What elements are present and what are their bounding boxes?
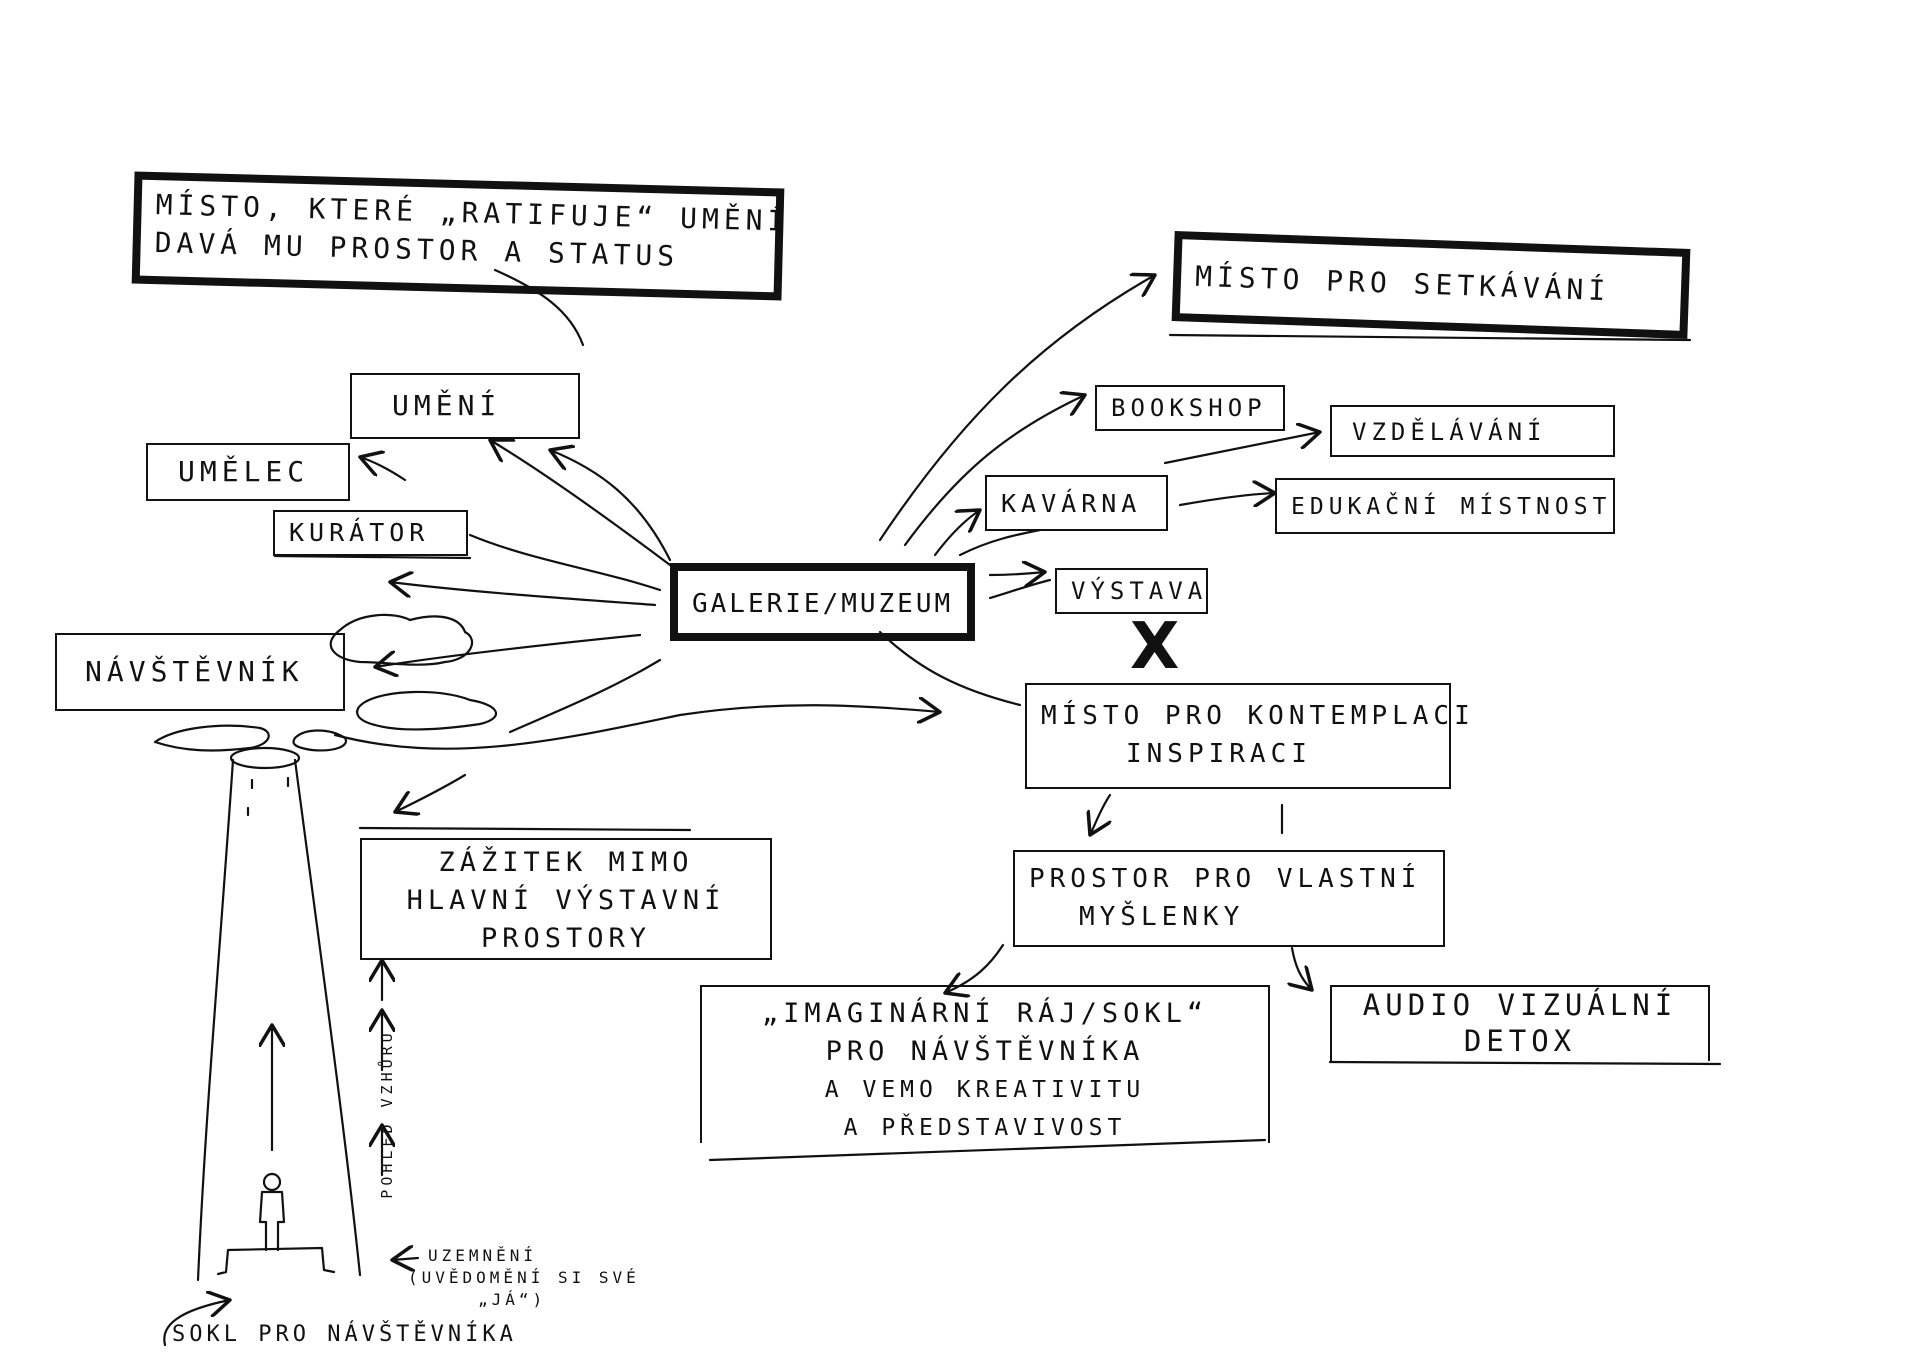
node-label: KURÁTOR	[289, 518, 430, 547]
node-label: KAVÁRNA	[1001, 489, 1142, 518]
node-bookshop: BOOKSHOP	[1095, 385, 1285, 431]
edge-to-zazitek	[395, 773, 467, 812]
edge-umeni-ratifikuje	[493, 268, 585, 347]
cloud-right-small	[292, 729, 348, 752]
node-text-line: A VEMO KREATIVITU	[824, 1077, 1146, 1103]
annotation-line: „JÁ“)	[478, 1290, 547, 1309]
cloud-lower-right	[356, 690, 498, 731]
node-kurator: KURÁTOR	[273, 510, 468, 556]
edge-prostor-audio	[1292, 946, 1312, 990]
edge-galerie-umeni-2	[490, 440, 672, 567]
edge-kontemplace-prostor	[1090, 793, 1110, 835]
node-text-line: AUDIO VIZUÁLNÍ	[1362, 988, 1678, 1022]
annotation-uzemneni: UZEMNĚNÍ (UVĚDOMĚNÍ SI SVÉ „JÁ“)	[408, 1245, 640, 1311]
edge-galerie-vystava	[988, 572, 1045, 575]
annotation-pohled-vzhuru: POHLED VZHŮRU	[378, 1029, 396, 1199]
node-text-line: ZÁŽITEK MIMO	[438, 847, 694, 878]
edge-kavarna-vzdelavani	[1163, 432, 1320, 465]
plinth	[216, 1246, 336, 1276]
node-label: NÁVŠTĚVNÍK	[85, 655, 304, 688]
edge-galerie-vystava-2	[988, 578, 1052, 600]
column-left-edge	[196, 758, 235, 1282]
annotation-line: (UVĚDOMĚNÍ SI SVÉ	[408, 1268, 640, 1287]
node-umeni: UMĚNÍ	[350, 373, 580, 439]
annotation-line: UZEMNĚNÍ	[428, 1246, 538, 1265]
node-text-line: „IMAGINÁRNÍ RÁJ/SOKL“	[761, 998, 1209, 1029]
edge-galerie-lower	[508, 658, 662, 734]
node-kavarna: KAVÁRNA	[985, 475, 1168, 531]
node-text-line: MYŠLENKY	[1079, 902, 1245, 932]
node-text-line: PROSTORY	[480, 923, 652, 954]
node-misto-ratifikuje: MÍSTO, KTERÉ „RATIFUJE“ UMĚNÍ DAVÁ MU PR…	[131, 171, 790, 301]
edge-kavarna-edukacni	[1178, 493, 1275, 505]
imaginarni-underline	[708, 1138, 1267, 1162]
node-prostor-mysleni: PROSTOR PRO VLASTNÍ MYŠLENKY	[1013, 850, 1445, 947]
person-head	[262, 1172, 282, 1192]
zazitek-underline	[358, 826, 692, 832]
edge-galerie-navstevnik	[390, 582, 657, 607]
node-label: EDUKAČNÍ MÍSTNOST	[1291, 494, 1612, 520]
node-audio-vizualni-detox: AUDIO VIZUÁLNÍ DETOX	[1330, 985, 1710, 1061]
edge-galerie-navstevnik-2	[375, 633, 642, 667]
annotation-sokl: SOKL PRO NÁVŠTĚVNÍKA	[172, 1322, 517, 1347]
person-body	[258, 1190, 286, 1252]
edge-prostor-imaginarni	[945, 943, 1005, 993]
node-label: MÍSTO PRO SETKÁVÁNÍ	[1194, 259, 1611, 308]
node-text-line: MÍSTO PRO KONTEMPLACI	[1041, 701, 1475, 731]
arrow-uzemneni	[392, 1258, 420, 1260]
cross-mark: X	[1130, 610, 1180, 684]
node-text-line: INSPIRACI	[1126, 739, 1312, 769]
node-zazitek: ZÁŽITEK MIMO HLAVNÍ VÝSTAVNÍ PROSTORY	[360, 838, 772, 960]
kurator-underline	[273, 554, 472, 560]
node-label: BOOKSHOP	[1111, 394, 1267, 422]
node-label: UMĚLEC	[178, 455, 310, 488]
node-text-line: A PŘEDSTAVIVOST	[843, 1115, 1127, 1141]
node-label: UMĚNÍ	[392, 389, 502, 422]
node-vzdelavani: VZDĚLÁVÁNÍ	[1330, 405, 1615, 457]
node-umelec: UMĚLEC	[146, 443, 350, 501]
node-misto-setkavani: MÍSTO PRO SETKÁVÁNÍ	[1171, 231, 1691, 339]
edge-sweep-kontemplace	[333, 705, 940, 750]
column-top	[229, 746, 301, 770]
cloud-upper	[329, 613, 474, 666]
node-vystava: VÝSTAVA	[1055, 568, 1208, 614]
node-kontemplace: MÍSTO PRO KONTEMPLACI INSPIRACI	[1025, 683, 1475, 789]
edge-galerie-umeni	[550, 450, 672, 562]
edge-galerie-kavarna-2	[958, 528, 1042, 557]
node-text-line: PRO NÁVŠTĚVNÍKA	[825, 1036, 1145, 1067]
node-imaginarni: „IMAGINÁRNÍ RÁJ/SOKL“ PRO NÁVŠTĚVNÍKA A …	[700, 985, 1270, 1143]
edge-galerie-kavarna	[933, 510, 980, 557]
misto-setkavani-underline	[1168, 333, 1692, 342]
column-right-edge	[293, 758, 362, 1277]
cloud-left	[153, 724, 270, 752]
node-label: VÝSTAVA	[1071, 577, 1208, 605]
node-label: GALERIE/MUZEUM	[692, 589, 954, 619]
arrow-sokl	[163, 1300, 230, 1347]
edge-to-umelec	[360, 457, 407, 482]
edge-galerie-setkavani-2	[903, 395, 1085, 547]
node-text-line: DETOX	[1463, 1024, 1577, 1058]
edge-galerie-kontemplace	[878, 630, 1022, 707]
node-galerie-muzeum: GALERIE/MUZEUM	[670, 563, 975, 641]
audio-underline	[1328, 1060, 1722, 1066]
node-text-line: HLAVNÍ VÝSTAVNÍ	[406, 885, 726, 916]
edge-galerie-setkavani	[878, 275, 1155, 542]
node-edukacni-mistnost: EDUKAČNÍ MÍSTNOST	[1275, 478, 1615, 534]
node-navstevnik: NÁVŠTĚVNÍK	[55, 633, 345, 711]
edge-galerie-kurator	[468, 533, 662, 592]
node-label: VZDĚLÁVÁNÍ	[1352, 418, 1547, 446]
node-text-line: PROSTOR PRO VLASTNÍ	[1029, 864, 1422, 894]
